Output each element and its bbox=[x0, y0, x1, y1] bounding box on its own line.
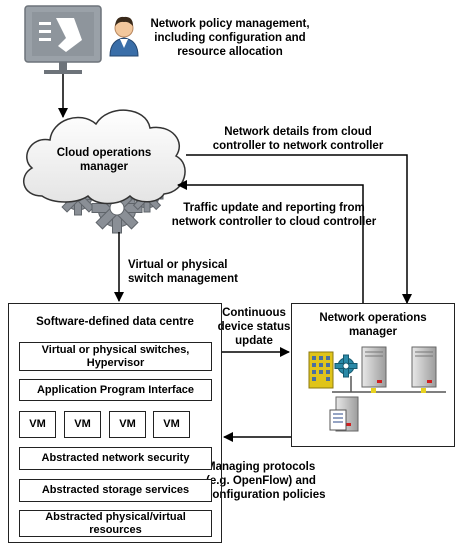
switches-hypervisor-box: Virtual or physical switches, Hypervisor bbox=[19, 342, 212, 371]
net-details-label: Network details from cloud controller to… bbox=[212, 126, 384, 152]
policy-label: Network policy management, including con… bbox=[150, 18, 310, 58]
cloud-operations-manager-label: Cloud operations manager bbox=[56, 147, 152, 173]
cloud-icon bbox=[22, 109, 186, 205]
vm-box: VM bbox=[153, 411, 190, 438]
vm-box: VM bbox=[64, 411, 101, 438]
vm-box: VM bbox=[109, 411, 146, 438]
managing-protocols-label: Managing protocols (e.g. OpenFlow) and c… bbox=[206, 461, 326, 501]
network-operations-manager-title: Network operations manager bbox=[319, 312, 427, 338]
storage-services-box: Abstracted storage services bbox=[19, 479, 212, 502]
printer-icon bbox=[329, 396, 359, 432]
building-icon bbox=[308, 351, 358, 389]
vm-box: VM bbox=[19, 411, 56, 438]
api-box: Application Program Interface bbox=[19, 379, 212, 401]
server-icon bbox=[332, 346, 446, 393]
monitor-icon bbox=[24, 5, 102, 74]
user-icon bbox=[109, 16, 139, 57]
net-details-arrow bbox=[186, 154, 412, 304]
traffic-update-arrow bbox=[177, 180, 364, 303]
switch-management-label: Virtual or physical switch management bbox=[128, 259, 238, 285]
physical-virtual-resources-box: Abstracted physical/virtual resources bbox=[19, 510, 212, 537]
network-security-box: Abstracted network security bbox=[19, 447, 212, 470]
network-operations-manager-box: Network operations manager bbox=[291, 303, 455, 447]
sddc-box: Software-defined data centre Virtual or … bbox=[8, 303, 222, 543]
continuous-update-label: Continuous device status update bbox=[217, 307, 291, 347]
traffic-update-label: Traffic update and reporting from networ… bbox=[171, 202, 377, 228]
sddc-title: Software-defined data centre bbox=[36, 316, 194, 328]
